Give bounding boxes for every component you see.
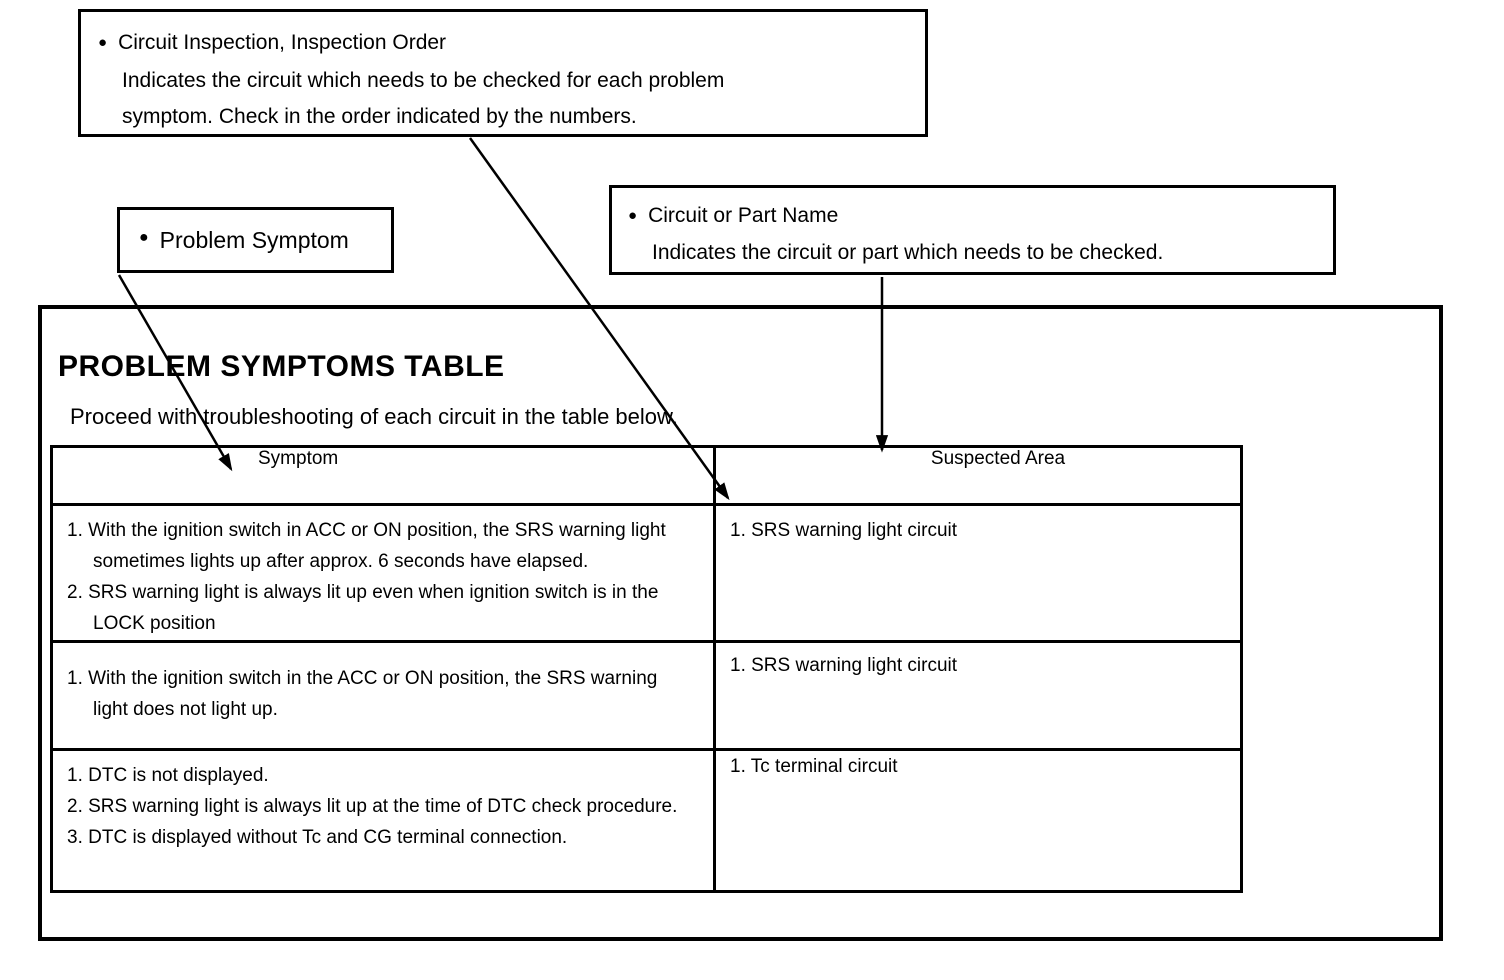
bullet-icon: ● — [98, 34, 108, 51]
symptom-cell: 1. DTC is not displayed. 2. SRS warning … — [50, 748, 716, 893]
symptom-cell: 1. With the ignition switch in the ACC o… — [50, 640, 716, 751]
callout-circuit-inspection-desc-2: symptom. Check in the order indicated by… — [122, 105, 637, 128]
suspected-area-cell: 1. Tc terminal circuit — [713, 748, 1243, 893]
callout-title-line: ● Circuit Inspection, Inspection Order — [98, 25, 915, 63]
callout-problem-symptom-label: Problem Symptom — [159, 226, 349, 253]
symptom-cell: 1. With the ignition switch in ACC or ON… — [50, 503, 716, 643]
symptom-item: 2. SRS warning light is always lit up at… — [67, 796, 678, 817]
callout-circuit-part-name: ● Circuit or Part Name Indicates the cir… — [609, 185, 1336, 275]
symptom-item: 1. With the ignition switch in ACC or ON… — [67, 520, 666, 572]
table-header-row: Symptom Suspected Area — [50, 445, 1243, 506]
symptom-item: 2. SRS warning light is always lit up ev… — [67, 582, 659, 634]
callout-circuit-part-title: Circuit or Part Name — [648, 204, 839, 227]
callout-circuit-inspection-desc-1: Indicates the circuit which needs to be … — [122, 69, 725, 92]
suspected-area-cell: 1. SRS warning light circuit — [713, 640, 1243, 751]
suspected-area-item: 1. SRS warning light circuit — [730, 520, 958, 541]
bullet-icon: ● — [139, 229, 149, 246]
table-row: 1. DTC is not displayed. 2. SRS warning … — [50, 748, 1243, 893]
suspected-area-cell: 1. SRS warning light circuit — [713, 503, 1243, 643]
callout-problem-symptom: ● Problem Symptom — [117, 207, 394, 273]
problem-symptoms-table: Symptom Suspected Area 1. With the ignit… — [50, 445, 1243, 893]
symptom-item: 3. DTC is displayed without Tc and CG te… — [67, 827, 568, 848]
symptom-item: 1. With the ignition switch in the ACC o… — [67, 668, 658, 720]
table-row: 1. With the ignition switch in ACC or ON… — [50, 503, 1243, 643]
column-header-symptom: Symptom — [50, 445, 716, 506]
intro-text: Proceed with troubleshooting of each cir… — [70, 404, 678, 429]
table-row: 1. With the ignition switch in the ACC o… — [50, 640, 1243, 751]
callout-circuit-inspection: ● Circuit Inspection, Inspection Order I… — [78, 9, 928, 137]
callout-circuit-part-desc: Indicates the circuit or part which need… — [652, 241, 1164, 264]
callout-title-line: ● Circuit or Part Name — [628, 198, 1325, 235]
column-header-suspected-area: Suspected Area — [713, 445, 1243, 506]
bullet-icon: ● — [628, 207, 638, 224]
suspected-area-item: 1. SRS warning light circuit — [730, 655, 958, 676]
callout-circuit-inspection-title: Circuit Inspection, Inspection Order — [118, 31, 447, 54]
suspected-area-item: 1. Tc terminal circuit — [730, 756, 898, 777]
symptom-item: 1. DTC is not displayed. — [67, 765, 269, 786]
page-title: PROBLEM SYMPTOMS TABLE — [58, 350, 505, 383]
